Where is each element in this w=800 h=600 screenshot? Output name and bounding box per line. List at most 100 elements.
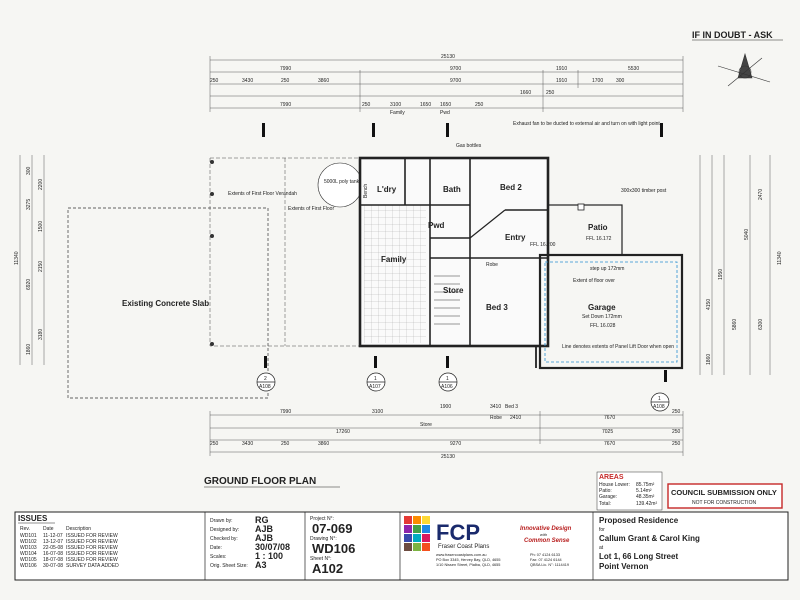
dim-top-r2-7: 300 <box>616 78 625 84</box>
dim-top-r1-1: 9700 <box>450 66 461 72</box>
section-ref-3: A108 <box>653 404 665 410</box>
dim-bottom-r1-3: 3410 <box>490 404 501 410</box>
warning-text: IF IN DOUBT - ASK <box>692 30 773 40</box>
issue-rev-1: WD102 <box>20 539 37 545</box>
date-label: Date: <box>210 545 222 551</box>
dim-bottom-r1-1: 3100 <box>372 409 383 415</box>
designed-value: AJB <box>255 524 274 534</box>
section-ref-2: A106 <box>441 384 453 390</box>
issue-rev-2: WD103 <box>20 545 37 551</box>
dim-bottom-r3-2: 250 <box>281 441 290 447</box>
dim-top-r4-5: 250 <box>475 102 484 108</box>
designed-label: Designed by: <box>210 527 239 533</box>
dim-left-3: 2150 <box>38 261 44 272</box>
dim-top-r4-3: 1650 <box>420 102 431 108</box>
project-client: Callum Grant & Carol King <box>599 534 700 543</box>
checked-value: AJB <box>255 533 274 543</box>
section-num-2: 1 <box>446 376 449 382</box>
company-qbsa: QBSA Lic. N°: 1114419 <box>530 563 569 567</box>
council-subtitle: NOT FOR CONSTRUCTION <box>692 500 756 506</box>
room-entry: Entry <box>505 233 526 242</box>
issue-date-0: 11-12-07 <box>43 533 63 539</box>
note-exhaust: Exhaust fan to be ducted to external air… <box>513 121 660 127</box>
area-value-1: 5.14m² <box>636 488 652 494</box>
dim-bottom-r1-6: 250 <box>672 409 681 415</box>
area-label-2: Garage: <box>599 494 617 500</box>
dim-top-r2-2: 250 <box>281 78 290 84</box>
dim-top-r1-3: 5530 <box>628 66 639 72</box>
dim-left-0: 1860 <box>26 344 32 355</box>
issues-rows: WD101 11-12-07 ISSUED FOR REVIEW WD102 1… <box>20 533 119 569</box>
council-stamp: COUNCIL SUBMISSION ONLY NOT FOR CONSTRUC… <box>667 483 783 509</box>
dim-bottom-r2-0: 17260 <box>336 429 350 435</box>
issue-date-3: 16-07-08 <box>43 551 63 557</box>
timber-post <box>577 203 585 211</box>
dim-top-label-family: Family <box>390 110 405 116</box>
area-label-0: House Lower: <box>599 482 630 488</box>
dim-bottom-r3-3: 3860 <box>318 441 329 447</box>
dim-top-r2-5: 1910 <box>556 78 567 84</box>
company-full: Fraser Coast Plans <box>438 544 489 550</box>
company-addr2: 1/10 Nissen Street, Pialba, QLD, 4655 <box>436 563 500 567</box>
dim-top-r1-0: 7990 <box>280 66 291 72</box>
project-at: at <box>599 545 604 551</box>
section-markers <box>256 356 670 412</box>
scale-value: 1 : 100 <box>255 551 283 561</box>
dim-bottom-label-bed3: Bed 3 <box>505 404 518 410</box>
dim-right-5: 4150 <box>706 299 712 310</box>
drawing-no-value: WD106 <box>312 541 355 556</box>
issue-desc-4: ISSUED FOR REVIEW <box>66 557 118 563</box>
dim-right-2: 5860 <box>732 319 738 330</box>
dim-bottom-r1-2: 1900 <box>440 404 451 410</box>
dim-bottom-label-robe: Robe <box>490 415 502 421</box>
drawn-value: RG <box>255 515 269 525</box>
company-tag2: with <box>540 532 548 537</box>
note-garage-door: Line denotes extents of Panel Lift Door … <box>562 344 674 350</box>
room-patio: Patio <box>588 223 608 232</box>
top-dimensions <box>209 56 684 112</box>
drawing-no-label: Drawing N°: <box>310 536 337 542</box>
room-family: Family <box>381 255 407 264</box>
company-name: FCP <box>436 520 480 545</box>
note-step-up: step up 172mm <box>590 266 624 272</box>
note-ffl-entry: FFL 16.200 <box>530 242 556 248</box>
room-pwd: Pwd <box>428 221 445 230</box>
council-title: COUNCIL SUBMISSION ONLY <box>671 488 777 497</box>
issue-desc-2: ISSUED FOR REVIEW <box>66 545 118 551</box>
areas-title: AREAS <box>599 474 624 481</box>
plan-title: GROUND FLOOR PLAN <box>204 476 316 487</box>
note-verandah: Extents of First Floor Verandah <box>228 191 297 197</box>
dim-bottom-label-store: Store <box>420 422 432 428</box>
date-value: 30/07/08 <box>255 542 290 552</box>
project-for: for <box>599 527 605 533</box>
issue-desc-5: SURVEY DATA ADDED <box>66 563 119 569</box>
dim-top-r4-4: 1650 <box>440 102 451 108</box>
room-laundry: L'dry <box>377 185 397 194</box>
issue-desc-3: ISSUED FOR REVIEW <box>66 551 118 557</box>
note-set-down: Set Down 172mm <box>582 314 622 320</box>
project-suburb: Point Vernon <box>599 562 648 571</box>
dim-top-r2-6: 1700 <box>592 78 603 84</box>
project-heading: Proposed Residence <box>599 516 679 525</box>
stairs <box>434 275 460 325</box>
issues-header-rev: Rev. <box>20 526 30 532</box>
dim-left-6: 2200 <box>38 179 44 190</box>
dim-bottom-r1-0: 7990 <box>280 409 291 415</box>
drawn-label: Drawn by: <box>210 518 233 524</box>
issue-date-1: 13-12-07 <box>43 539 63 545</box>
areas-box: AREAS House Lower: 85.75m² Patio: 5.14m²… <box>596 471 663 511</box>
dim-top-r2-0: 250 <box>210 78 219 84</box>
issue-desc-0: ISSUED FOR REVIEW <box>66 533 118 539</box>
scales-label: Scales: <box>210 554 226 560</box>
area-label-1: Patio: <box>599 488 612 494</box>
poly-tank <box>317 162 363 208</box>
dim-top-r4-0: 7990 <box>280 102 291 108</box>
note-poly-tank-1: 5000L poly tank as specified <box>324 179 387 185</box>
dim-top-r4-6: 1660 <box>520 90 531 96</box>
note-robe: Robe <box>486 262 498 268</box>
note-first-floor: Extents of First Floor <box>288 206 334 212</box>
dim-right-6: 6300 <box>758 319 764 330</box>
dim-bottom-r1-4: 2410 <box>510 415 521 421</box>
dim-left-5: 3275 <box>26 199 32 210</box>
checked-label: Checked by: <box>210 536 238 542</box>
